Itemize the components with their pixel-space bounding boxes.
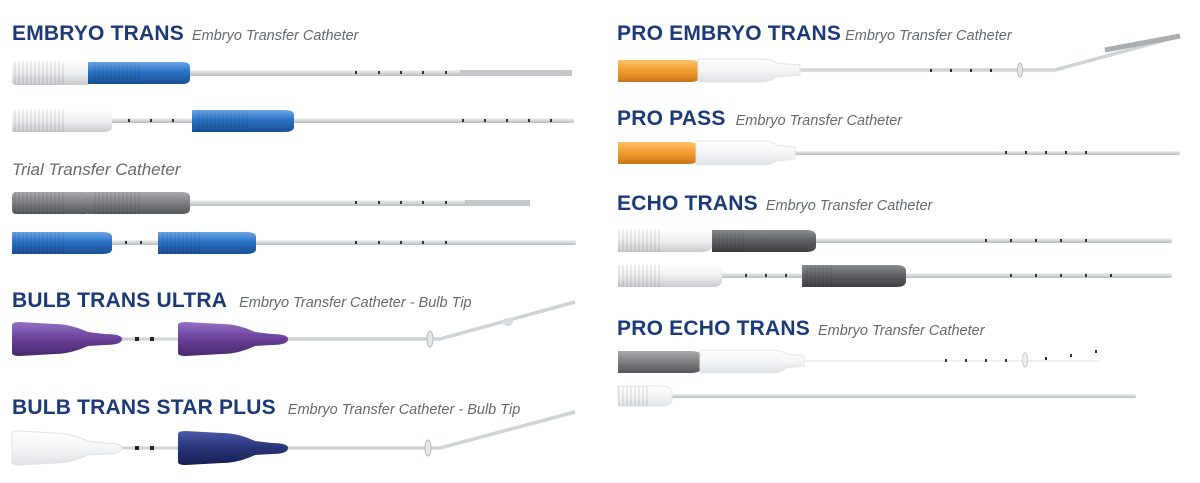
embryo-trans-heading: EMBRYO TRANS Embryo Transfer Catheter: [12, 23, 359, 44]
trial-heading: Trial Transfer Catheter: [12, 161, 180, 179]
pro-pass-heading: PRO PASS Embryo Transfer Catheter: [617, 108, 902, 129]
bulb-star-heading: BULB TRANS STAR PLUS Embryo Transfer Cath…: [12, 397, 520, 418]
embryo-trans-title: EMBRYO TRANS: [12, 22, 184, 45]
echo-trans-heading: ECHO TRANS Embryo Transfer Catheter: [617, 193, 932, 214]
bulb-ultra-heading: BULB TRANS ULTRA Embryo Transfer Catheter…: [12, 290, 472, 311]
trial-title: Trial Transfer Catheter: [12, 160, 181, 179]
pro-echo-trans-catheter-1: [618, 349, 1100, 374]
pro-echo-subtitle: Embryo Transfer Catheter: [817, 323, 985, 339]
echo-trans-catheter-2: [618, 265, 1172, 287]
pro-echo-title: PRO ECHO TRANS: [617, 317, 810, 340]
pro-embryo-title: PRO EMBRYO TRANS: [617, 22, 842, 45]
bulb-trans-ultra-catheter: [12, 300, 576, 356]
trial-catheter-blue: [12, 232, 576, 254]
echo-trans-catheter-1: [618, 230, 1172, 252]
pro-pass-catheter: [618, 140, 1180, 166]
bulb-ultra-subtitle: Embryo Transfer Catheter - Bulb Tip: [239, 295, 472, 311]
echo-trans-subtitle: Embryo Transfer Catheter: [765, 198, 933, 214]
bulb-star-subtitle: Embryo Transfer Catheter - Bulb Tip: [287, 402, 521, 418]
pro-embryo-subtitle: Embryo Transfer Catheter: [845, 28, 1012, 44]
bulb-trans-star-plus-catheter: [11, 410, 576, 466]
pro-echo-heading: PRO ECHO TRANS Embryo Transfer Catheter: [617, 318, 985, 339]
pro-pass-title: PRO PASS: [617, 107, 726, 130]
pro-pass-subtitle: Embryo Transfer Catheter: [735, 113, 903, 129]
pro-embryo-trans-catheter: [618, 33, 1181, 83]
embryo-trans-catheter-1: [12, 61, 572, 85]
embryo-trans-catheter-2: [12, 110, 574, 132]
bulb-ultra-title: BULB TRANS ULTRA: [12, 289, 228, 312]
bulb-star-title: BULB TRANS STAR PLUS: [12, 396, 276, 419]
echo-trans-title: ECHO TRANS: [617, 192, 758, 215]
trial-catheter-gray: [12, 192, 530, 214]
embryo-trans-subtitle: Embryo Transfer Catheter: [191, 28, 359, 44]
pro-echo-trans-catheter-2: [617, 385, 1136, 407]
